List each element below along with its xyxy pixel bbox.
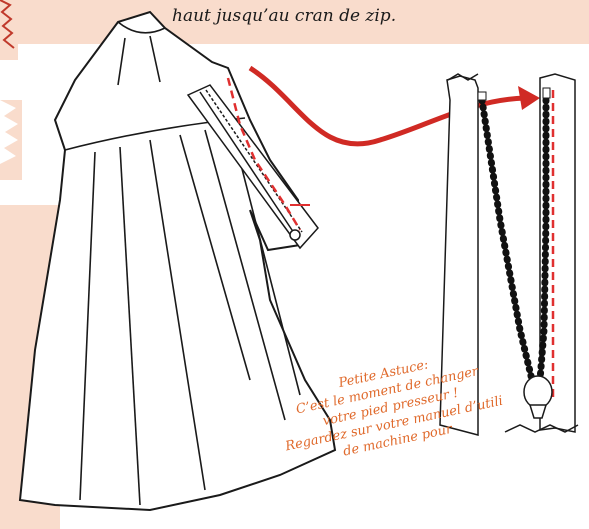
zip-bottom-zigzag bbox=[504, 424, 579, 433]
zipper-slider bbox=[523, 375, 553, 419]
teeth-left bbox=[478, 96, 536, 384]
pinked-edge-bottom bbox=[0, 205, 58, 250]
stitch-line-dress bbox=[226, 77, 302, 231]
instruction-caption: haut jusqu’au cran de zip. bbox=[172, 6, 397, 26]
pleat-3 bbox=[149, 139, 206, 491]
dress-drawing bbox=[18, 10, 337, 512]
dress-outline bbox=[18, 10, 337, 512]
pinked-edge-top bbox=[0, 0, 15, 49]
pinked-edge-mid bbox=[0, 100, 18, 164]
neckline bbox=[117, 21, 166, 34]
pleat-4 bbox=[179, 134, 251, 381]
pleat-1 bbox=[79, 151, 96, 501]
zip-top-zigzag bbox=[447, 73, 479, 81]
zip-top-stop-left bbox=[477, 91, 487, 101]
teeth-right bbox=[536, 96, 550, 384]
header-band bbox=[0, 0, 589, 44]
zipper-teeth bbox=[478, 96, 550, 384]
neck-dart-2 bbox=[149, 35, 161, 83]
neck-dart-1 bbox=[117, 37, 126, 86]
zip-top-stop-right bbox=[542, 87, 551, 99]
pleat-5 bbox=[204, 129, 286, 421]
pleat-2 bbox=[119, 146, 141, 506]
zipper-on-dress bbox=[186, 84, 319, 250]
red-arrow-head bbox=[518, 86, 540, 110]
